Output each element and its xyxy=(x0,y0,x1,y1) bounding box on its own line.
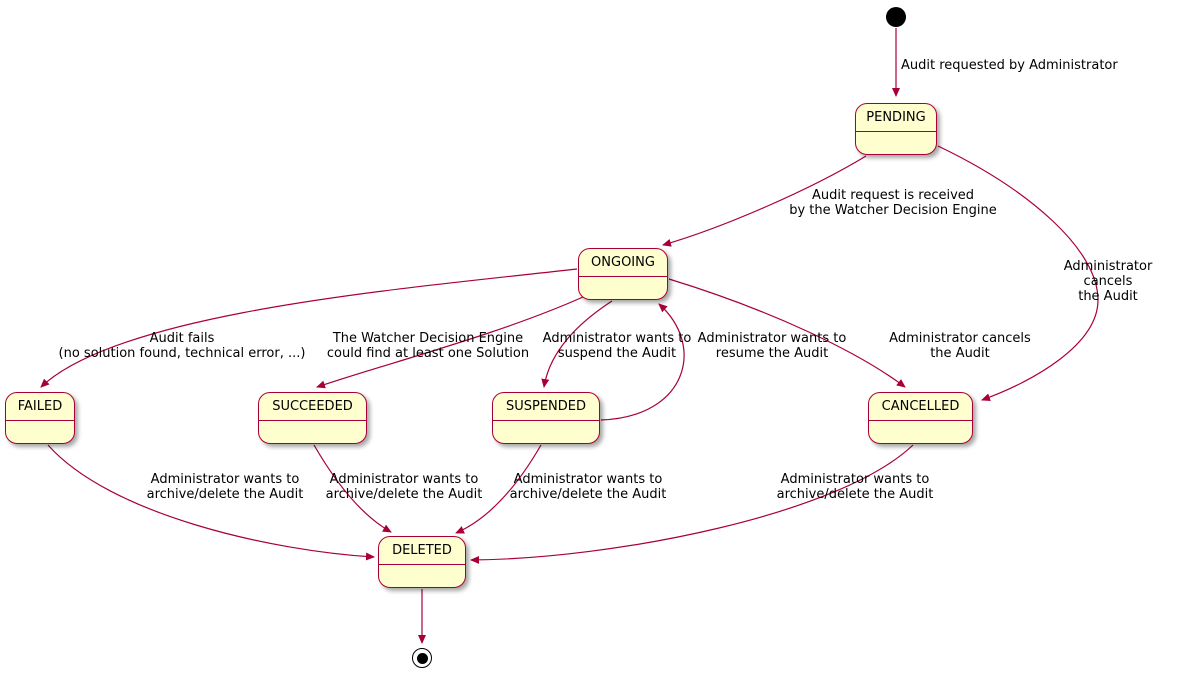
arrow-ongoing-to-succeeded xyxy=(316,296,584,389)
state-failed-body xyxy=(6,421,74,444)
state-succeeded-body xyxy=(259,421,366,444)
state-suspended-body xyxy=(493,421,599,444)
arrow-succeeded-to-deleted xyxy=(313,444,392,533)
state-ongoing: ONGOING xyxy=(578,248,668,300)
arrow-pending-to-ongoing xyxy=(662,155,867,247)
arrow-cancelled-to-deleted xyxy=(470,444,914,564)
transition-label-suspended-to-ongoing: Administrator wants to resume the Audit xyxy=(697,331,847,361)
transition-label-initial-to-pending: Audit requested by Administrator xyxy=(901,58,1118,73)
arrow-suspended-to-ongoing xyxy=(600,303,685,421)
arrow-suspended-to-deleted xyxy=(455,444,542,534)
initial-state-node xyxy=(886,7,906,27)
state-pending: PENDING xyxy=(855,103,937,155)
state-cancelled: CANCELLED xyxy=(868,392,973,444)
arrow-failed-to-deleted xyxy=(47,444,375,561)
state-pending-body xyxy=(856,132,936,155)
state-deleted-body xyxy=(379,565,465,588)
transition-label-cancelled-to-deleted: Administrator wants to archive/delete th… xyxy=(776,472,934,502)
state-failed: FAILED xyxy=(5,392,75,444)
state-succeeded-label: SUCCEEDED xyxy=(259,393,366,421)
transition-label-ongoing-to-failed: Audit fails (no solution found, technica… xyxy=(58,331,306,361)
final-state-node xyxy=(412,648,432,668)
state-succeeded: SUCCEEDED xyxy=(258,392,367,444)
state-deleted-label: DELETED xyxy=(379,537,465,565)
state-suspended-label: SUSPENDED xyxy=(493,393,599,421)
transition-label-succeeded-to-deleted: Administrator wants to archive/delete th… xyxy=(325,472,483,502)
state-cancelled-body xyxy=(869,421,972,444)
transition-label-ongoing-to-suspended: Administrator wants to suspend the Audit xyxy=(542,331,692,361)
state-deleted: DELETED xyxy=(378,536,466,588)
state-failed-label: FAILED xyxy=(6,393,74,421)
transition-label-pending-to-cancelled: Administrator cancels the Audit xyxy=(1063,259,1153,304)
transition-label-failed-to-deleted: Administrator wants to archive/delete th… xyxy=(146,472,304,502)
state-ongoing-label: ONGOING xyxy=(579,249,667,277)
state-ongoing-body xyxy=(579,277,667,300)
state-suspended: SUSPENDED xyxy=(492,392,600,444)
arrow-ongoing-to-suspended xyxy=(541,300,613,388)
arrow-ongoing-to-cancelled xyxy=(668,278,906,388)
final-state-dot xyxy=(416,652,428,664)
transition-label-suspended-to-deleted: Administrator wants to archive/delete th… xyxy=(509,472,667,502)
arrow-pending-to-cancelled xyxy=(937,145,1099,402)
transition-label-pending-to-ongoing: Audit request is received by the Watcher… xyxy=(789,188,997,218)
transition-label-ongoing-to-cancelled: Administrator cancels the Audit xyxy=(889,331,1031,361)
arrow-ongoing-to-failed xyxy=(40,268,578,388)
state-pending-label: PENDING xyxy=(856,104,936,132)
transition-label-ongoing-to-succeeded: The Watcher Decision Engine could find a… xyxy=(326,331,530,361)
state-cancelled-label: CANCELLED xyxy=(869,393,972,421)
